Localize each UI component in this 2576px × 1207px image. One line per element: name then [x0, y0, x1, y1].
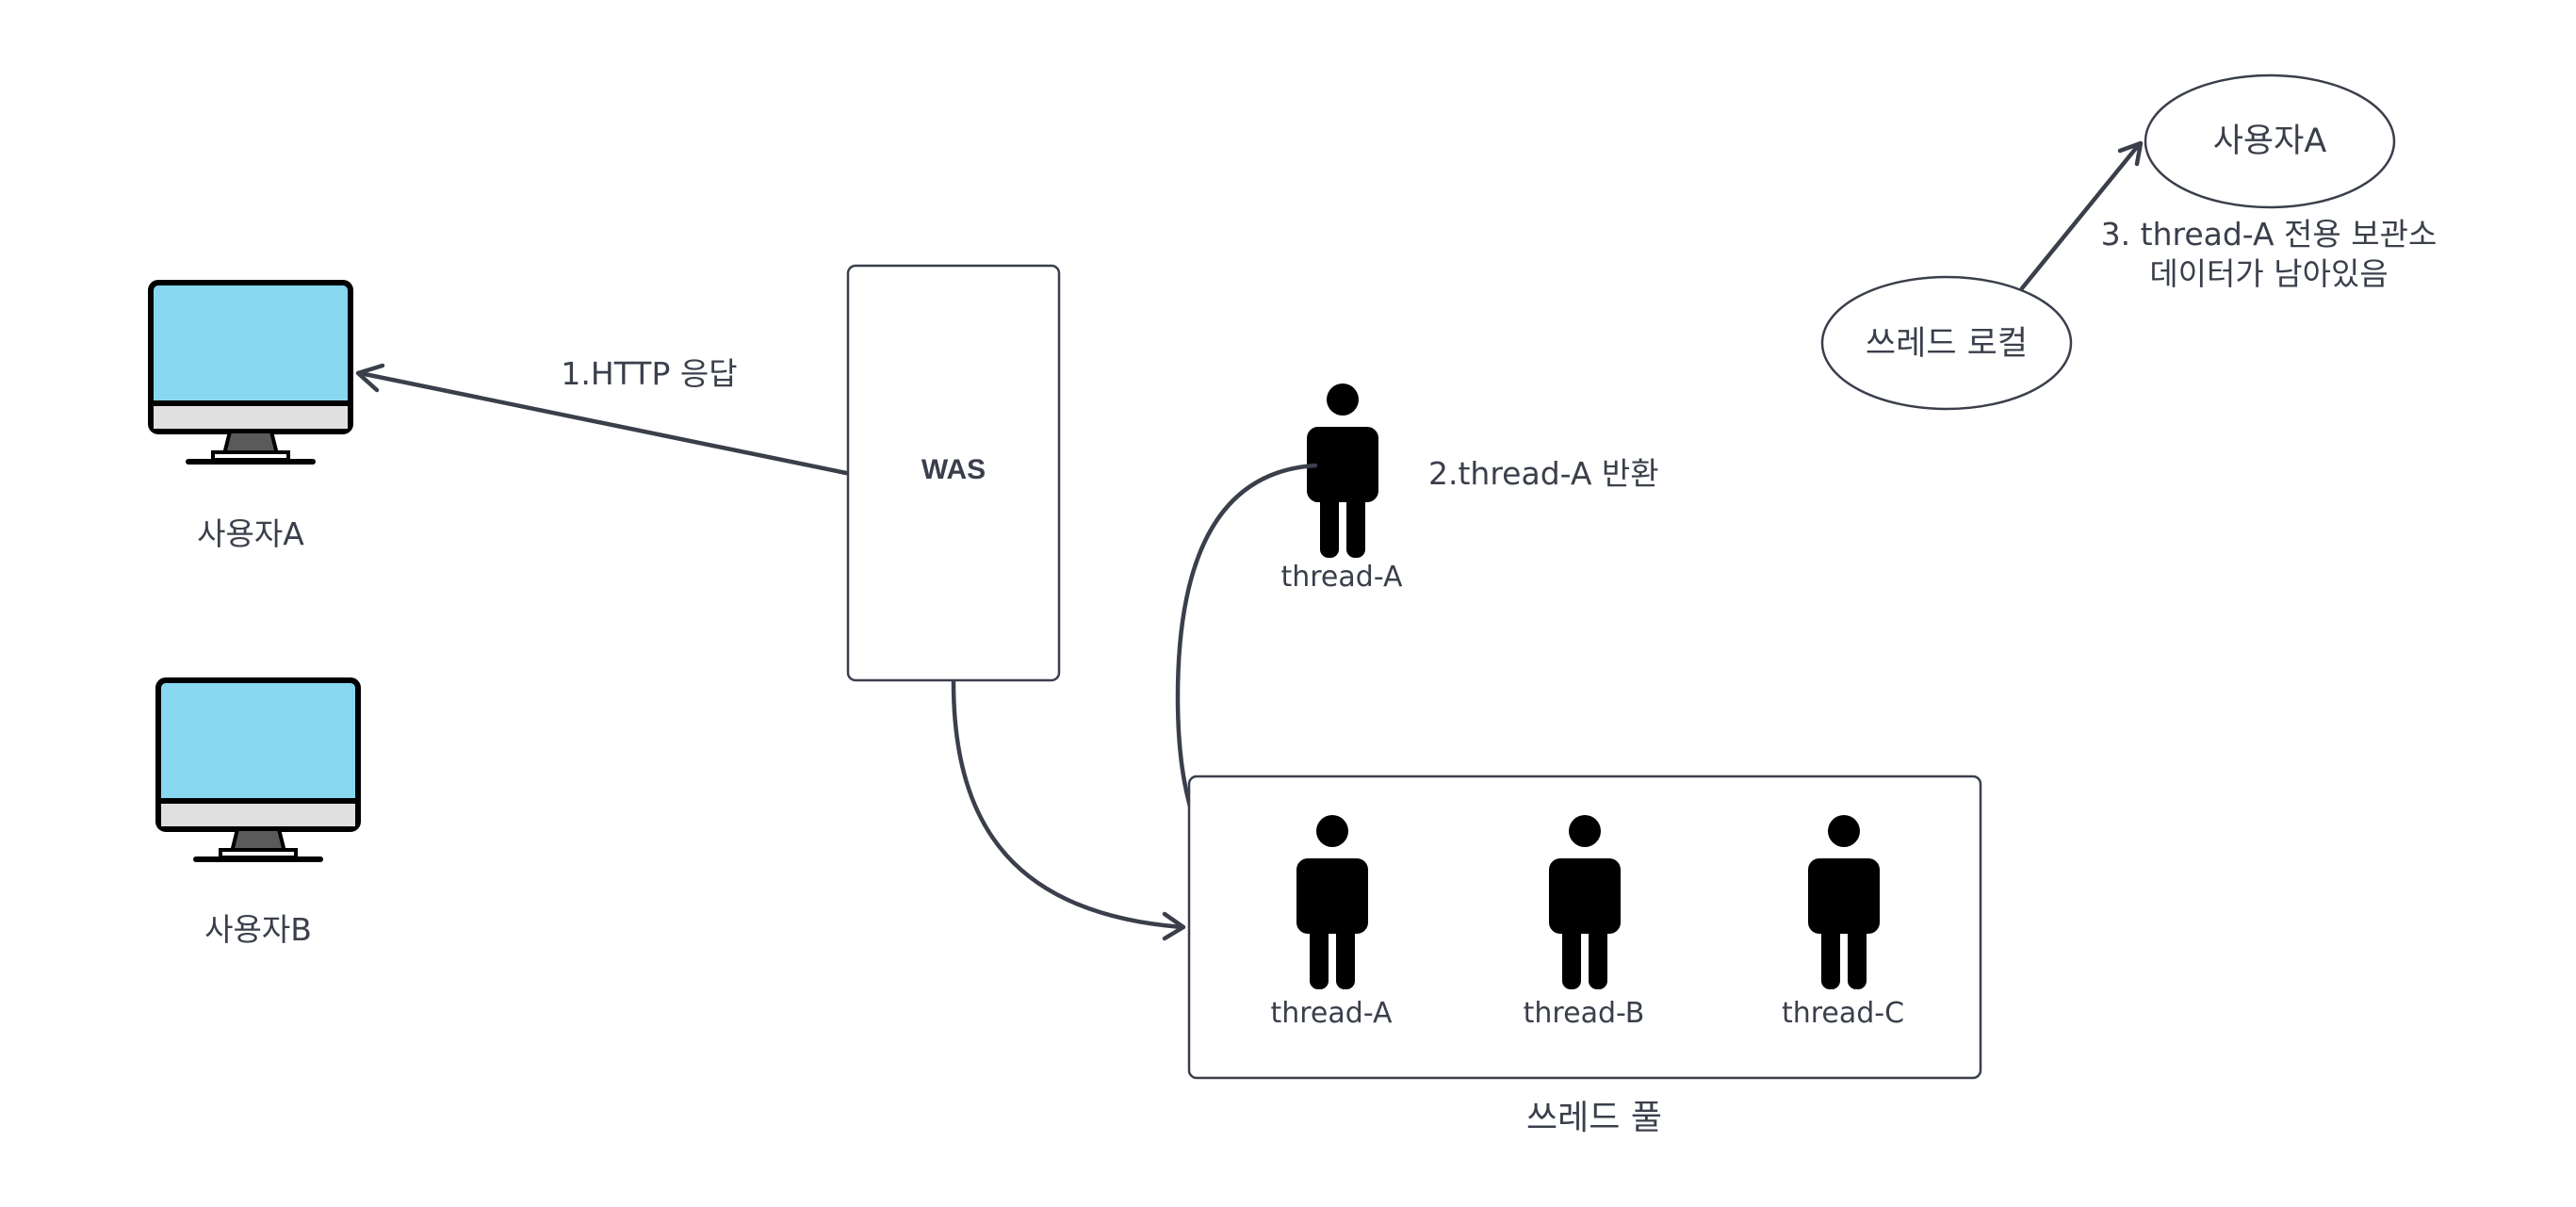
leftover-label-line2: 데이터가 남아있음	[2149, 255, 2388, 292]
pool-thread-label: thread-A	[1270, 997, 1393, 1030]
user-a-bubble-label: 사용자A	[2213, 122, 2327, 160]
leftover-data-arrow	[2019, 140, 2144, 291]
was-label: WAS	[921, 454, 986, 485]
leftover-label-line1: 3. thread-A 전용 보관소	[2101, 216, 2437, 253]
person-icon-pool-thread-b	[1549, 815, 1621, 989]
pool-thread-label: thread-B	[1524, 997, 1645, 1030]
monitor-icon-user-a	[148, 280, 353, 465]
pool-thread-label: thread-C	[1782, 997, 1904, 1030]
person-icon-thread-a-returned	[1307, 383, 1378, 558]
thread-a-returned-label: thread-A	[1280, 561, 1403, 594]
http-response-arrow	[355, 363, 849, 476]
thread-pool-label: 쓰레드 풀	[1526, 1099, 1662, 1137]
person-icon-pool-thread-a	[1296, 815, 1368, 989]
user-b-label: 사용자B	[204, 911, 312, 948]
person-icon-pool-thread-c	[1808, 815, 1880, 989]
monitor-icon-user-b	[155, 677, 361, 862]
thread-return-label: 2.thread-A 반환	[1428, 455, 1659, 492]
thread-local-node	[1820, 275, 2073, 411]
was-to-pool-arrow	[951, 679, 1186, 941]
http-response-label: 1.HTTP 응답	[561, 355, 737, 392]
user-a-label: 사용자A	[197, 515, 304, 552]
thread-local-label: 쓰레드 로컬	[1866, 325, 2028, 363]
user-a-bubble	[2144, 73, 2396, 209]
